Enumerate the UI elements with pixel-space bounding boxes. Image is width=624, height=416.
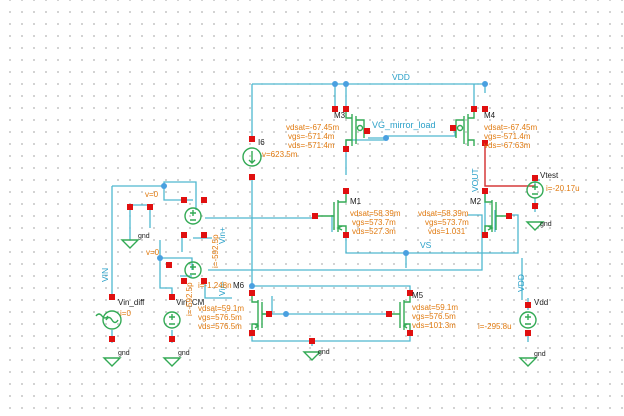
m1-vds: vds=527.3m (352, 227, 396, 236)
vin-diff-value: i=0 (120, 309, 131, 318)
vcvs-top[interactable] (184, 207, 202, 225)
m4-name: M4 (484, 111, 496, 120)
vdd-value: i=-295.8u (478, 322, 512, 331)
vdd-name: Vdd (534, 298, 548, 307)
pin-markers[interactable] (109, 106, 538, 344)
i6-value: v=623.5m (262, 150, 298, 159)
gnd-label: gnd (534, 351, 546, 358)
m1-vgs: vgs=573.7m (352, 218, 396, 227)
e-bot-voltage: v=0 (146, 248, 160, 257)
m5-vgs: vgs=576.5m (412, 312, 456, 321)
gnd-symbols[interactable] (102, 221, 545, 367)
e-top-current: i=-592.5p (211, 234, 220, 268)
gnd-label: gnd (540, 221, 552, 228)
e-bot-current: i=-592.5p (185, 282, 194, 316)
m6-vdsat: vdsat=59.1m (198, 304, 244, 313)
transistor-m6[interactable] (251, 296, 272, 330)
transistor-m5[interactable] (392, 296, 411, 330)
transistor-m3[interactable] (345, 112, 365, 146)
m3-name: M3 (334, 111, 346, 120)
gnd-label: gnd (118, 350, 130, 357)
net-label-vs: VS (420, 240, 432, 250)
m4-vds: vds=-67.63m (484, 141, 531, 150)
i6-name: I6 (258, 138, 265, 147)
vin-diff-name: Vin_diff (118, 298, 145, 307)
transistor-m2[interactable] (484, 194, 506, 232)
m5-name: M5 (412, 291, 424, 300)
gnd-label: gnd (138, 233, 150, 240)
m4-vdsat: vdsat=-67.45m (484, 123, 537, 132)
e-top-voltage: v=0 (145, 190, 159, 199)
net-label-vg-mirror-load: VG_mirror_load (372, 120, 436, 130)
m3-vgs: vgs=-571.4m (288, 132, 335, 141)
vcvs-bottom[interactable] (184, 261, 202, 279)
m6-vds: vds=576.5m (198, 322, 242, 331)
m1-name: M1 (350, 197, 362, 206)
vsource-vdd[interactable] (519, 311, 537, 329)
transistor-m4[interactable] (455, 112, 475, 146)
vin-cm-value: i=-1.248n (198, 281, 232, 290)
m1-vdsat: vdsat=58.39m (350, 209, 401, 218)
gnd-label: gnd (318, 349, 330, 356)
m6-vgs: vgs=576.5m (198, 313, 242, 322)
m2-vdsat: vdsat=58.39m (418, 209, 469, 218)
vsource-vin-diff[interactable] (95, 310, 122, 330)
net-label-vin-plus: Vin+ (217, 227, 227, 244)
vout-net-highlight[interactable] (484, 146, 535, 187)
net-label-vin-minus: Vin- (217, 281, 227, 296)
net-label-vdd-top: VDD (392, 72, 410, 82)
m5-vds: vds=101.3m (412, 321, 456, 330)
junction-dots (157, 81, 488, 317)
gnd-label: gnd (178, 350, 190, 357)
m6-name: M6 (233, 281, 245, 290)
m5-vdsat: vdsat=59.1m (412, 303, 458, 312)
vin-cm-name: Vin_CM (176, 298, 205, 307)
net-label-vdd-source: VDD (516, 274, 526, 292)
vtest-value: i=-20.17u (546, 184, 580, 193)
vtest-name: Vtest (540, 171, 559, 180)
net-label-vout: VOUT (470, 168, 480, 192)
current-source-i6[interactable] (242, 147, 262, 167)
transistor-m1[interactable] (318, 194, 347, 232)
m2-name: M2 (470, 197, 482, 206)
m3-vdsat: vdsat=-67.45m (286, 123, 339, 132)
vsource-vin-cm[interactable] (163, 311, 181, 329)
m2-vgs: vgs=573.7m (425, 218, 469, 227)
net-label-vin: VIN (100, 268, 110, 282)
m4-vgs: vgs=-571.4m (484, 132, 531, 141)
vsource-vtest[interactable] (526, 181, 544, 199)
m2-vds: vds=1.031 (428, 227, 466, 236)
m3-vds: vds=-571.4m (288, 141, 335, 150)
